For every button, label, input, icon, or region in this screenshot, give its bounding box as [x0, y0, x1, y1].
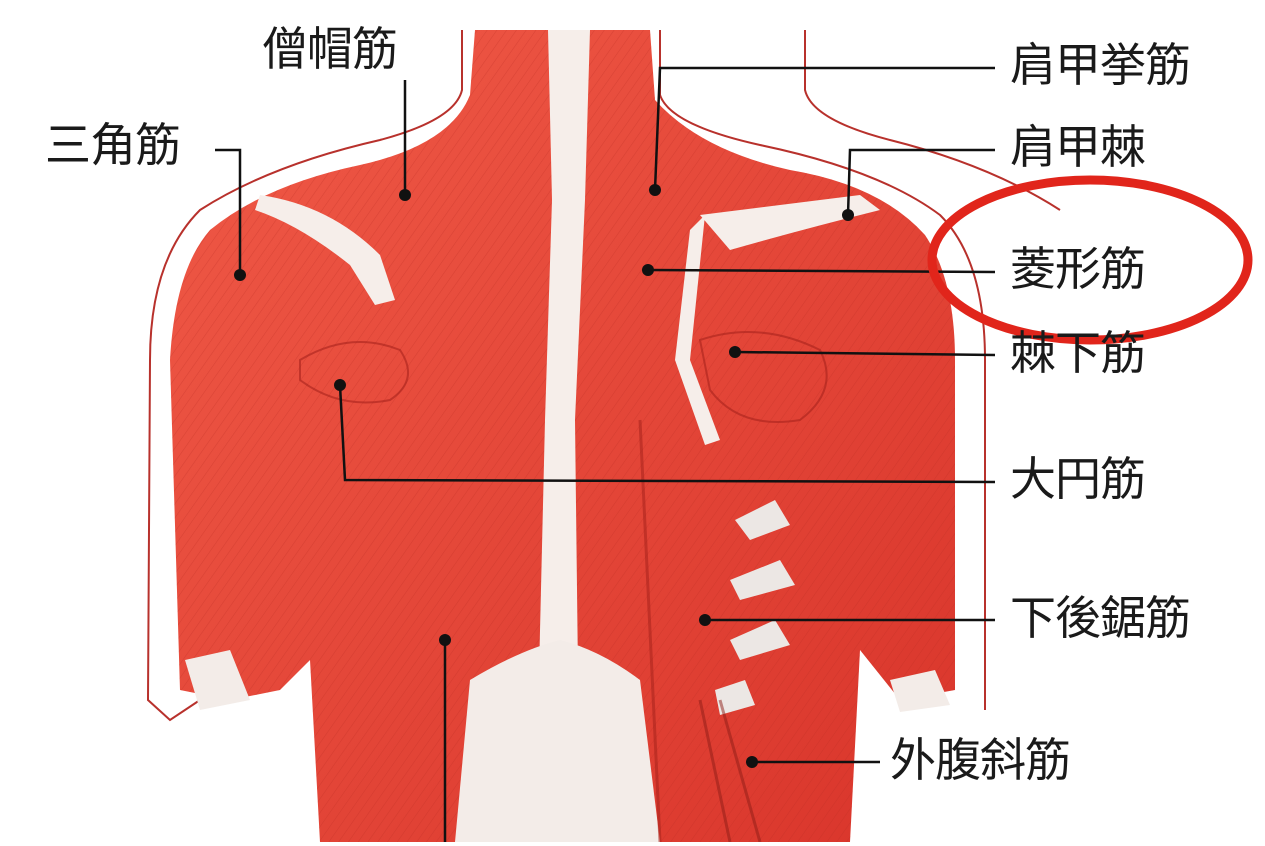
label-deltoid: 三角筋 [45, 122, 180, 168]
label-scapular-spine: 肩甲棘 [1010, 124, 1145, 170]
label-levator-scapulae: 肩甲挙筋 [1010, 42, 1190, 88]
label-external-oblique: 外腹斜筋 [890, 737, 1070, 783]
label-trapezius: 僧帽筋 [262, 26, 397, 72]
label-rhomboid: 菱形筋 [1010, 246, 1145, 292]
label-serratus-posterior-inferior: 下後鋸筋 [1010, 595, 1190, 641]
label-infraspinatus: 棘下筋 [1010, 330, 1145, 376]
label-teres-major: 大円筋 [1010, 456, 1145, 502]
